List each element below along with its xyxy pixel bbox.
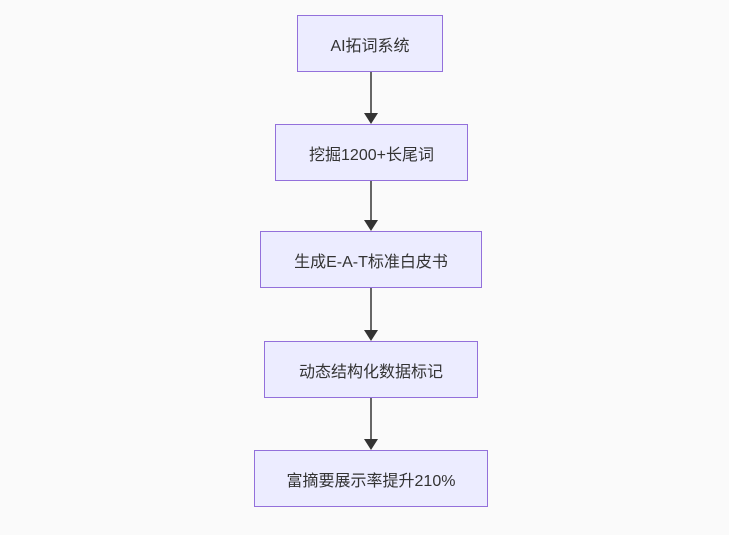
edge-line xyxy=(370,181,372,221)
flowchart-node-step4: 动态结构化数据标记 xyxy=(264,341,478,398)
edge-line xyxy=(370,72,372,114)
flowchart-node-step1: AI拓词系统 xyxy=(297,15,443,72)
arrow-down-icon xyxy=(364,330,378,341)
node-label: AI拓词系统 xyxy=(330,37,410,55)
flowchart-node-step2: 挖掘1200+长尾词 xyxy=(275,124,468,181)
flowchart-node-step5: 富摘要展示率提升210% xyxy=(254,450,488,507)
edge-line xyxy=(370,398,372,440)
node-label: 挖掘1200+长尾词 xyxy=(309,146,434,164)
node-label: 动态结构化数据标记 xyxy=(298,363,443,381)
arrow-down-icon xyxy=(364,220,378,231)
arrow-down-icon xyxy=(364,113,378,124)
node-label: 富摘要展示率提升210% xyxy=(286,472,456,490)
arrow-down-icon xyxy=(364,439,378,450)
node-label: 生成E-A-T标准白皮书 xyxy=(294,253,448,271)
edge-line xyxy=(370,288,372,331)
flowchart-node-step3: 生成E-A-T标准白皮书 xyxy=(260,231,482,288)
